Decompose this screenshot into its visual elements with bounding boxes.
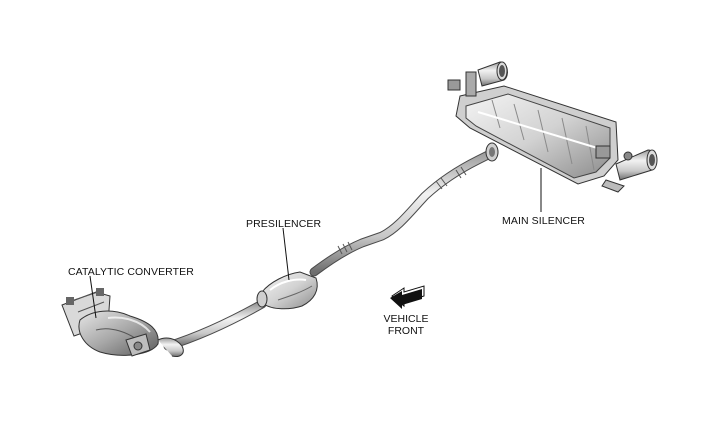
front-word: FRONT <box>387 325 425 337</box>
main-silencer <box>447 61 658 193</box>
exhaust-pipe <box>163 142 499 351</box>
main-silencer-label: MAIN SILENCER <box>502 215 585 227</box>
catalytic-converter-label: CATALYTIC CONVERTER <box>68 266 194 278</box>
vehicle-front-arrow-icon <box>390 285 425 309</box>
catalytic-converter-leader <box>89 275 97 319</box>
vehicle-front-label: VEHICLE FRONT <box>380 313 432 337</box>
catalytic-converter <box>61 288 184 357</box>
presilencer <box>256 271 318 310</box>
presilencer-leader <box>282 227 290 281</box>
presilencer-label: PRESILENCER <box>246 218 322 230</box>
vehicle-word: VEHICLE <box>383 313 429 325</box>
leader-lines <box>89 168 542 319</box>
